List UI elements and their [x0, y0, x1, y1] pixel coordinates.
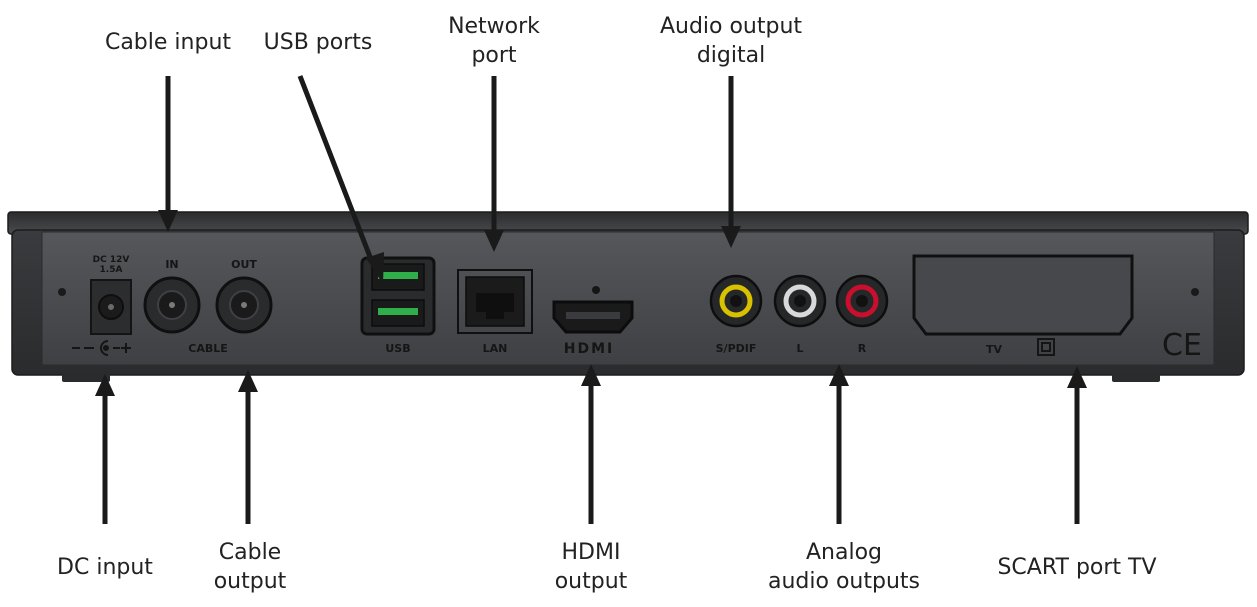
label-cable-output: Cable output	[213, 540, 287, 594]
ce-marking: CE	[1162, 328, 1202, 363]
right-marking: R	[858, 342, 867, 355]
callout-arrows	[95, 75, 1087, 524]
spdif-center	[730, 295, 742, 307]
audio-right-center	[856, 295, 868, 307]
usb-port-bottom-tongue	[378, 308, 418, 315]
audio-left-center	[794, 295, 806, 307]
arrowhead-hdmi-output	[581, 364, 601, 386]
label-hdmi-output: HDMI output	[554, 540, 628, 594]
label-network-port: Network port	[448, 14, 540, 68]
lan-outline	[457, 269, 533, 334]
audio-right-ring	[845, 284, 879, 318]
housing-foot-right	[1112, 373, 1160, 382]
hdmi-indicator-dot	[592, 286, 600, 294]
left-marking: L	[796, 342, 803, 355]
arrowhead-analog-audio	[829, 364, 849, 386]
arrowhead-cable-output	[238, 370, 258, 392]
lan-marking: LAN	[483, 342, 508, 355]
label-usb-ports: USB ports	[263, 30, 373, 55]
arrow-usb-ports	[297, 75, 375, 263]
spdif-marking: S/PDIF	[716, 342, 757, 355]
screw-hole-left	[58, 288, 66, 296]
arrowhead-audio-digital	[721, 226, 741, 248]
label-scart-port-tv: SCART port TV	[997, 555, 1157, 580]
dc-rating-line1: DC 12V	[93, 255, 130, 265]
label-analog-audio-outputs: Analog audio outputs	[768, 540, 920, 594]
arrowhead-network-port	[484, 230, 504, 252]
dc-jack-pin	[108, 304, 114, 310]
screw-hole-right	[1191, 288, 1199, 296]
arrowhead-dc-input	[95, 374, 115, 396]
double-insulation-symbol	[1037, 338, 1055, 356]
cable-out-pin	[241, 302, 247, 308]
usb-port-top-tongue	[378, 272, 418, 279]
label-cable-input: Cable input	[104, 30, 232, 55]
arrowhead-cable-input	[158, 210, 178, 232]
scart-port	[912, 254, 1134, 336]
spdif-ring	[719, 284, 753, 318]
housing-foot-left	[62, 373, 110, 382]
label-dc-input: DC input	[57, 555, 153, 580]
cable-marking: CABLE	[188, 342, 228, 355]
cable-in-pin	[169, 302, 175, 308]
hdmi-port-contacts	[566, 312, 620, 319]
out-marking: OUT	[231, 258, 257, 271]
in-marking: IN	[165, 258, 178, 271]
arrowhead-usb-ports	[366, 252, 384, 284]
hdmi-marking: HDMI	[564, 341, 614, 357]
label-audio-output-digital: Audio output digital	[659, 14, 803, 68]
dc-polarity-symbol	[72, 340, 131, 356]
usb-marking: USB	[385, 342, 410, 355]
dc-rating-line2: 1.5A	[100, 265, 123, 275]
lan-port-latch	[476, 293, 514, 319]
audio-left-ring	[783, 284, 817, 318]
arrowhead-scart	[1067, 366, 1087, 388]
tv-marking: TV	[986, 343, 1003, 356]
